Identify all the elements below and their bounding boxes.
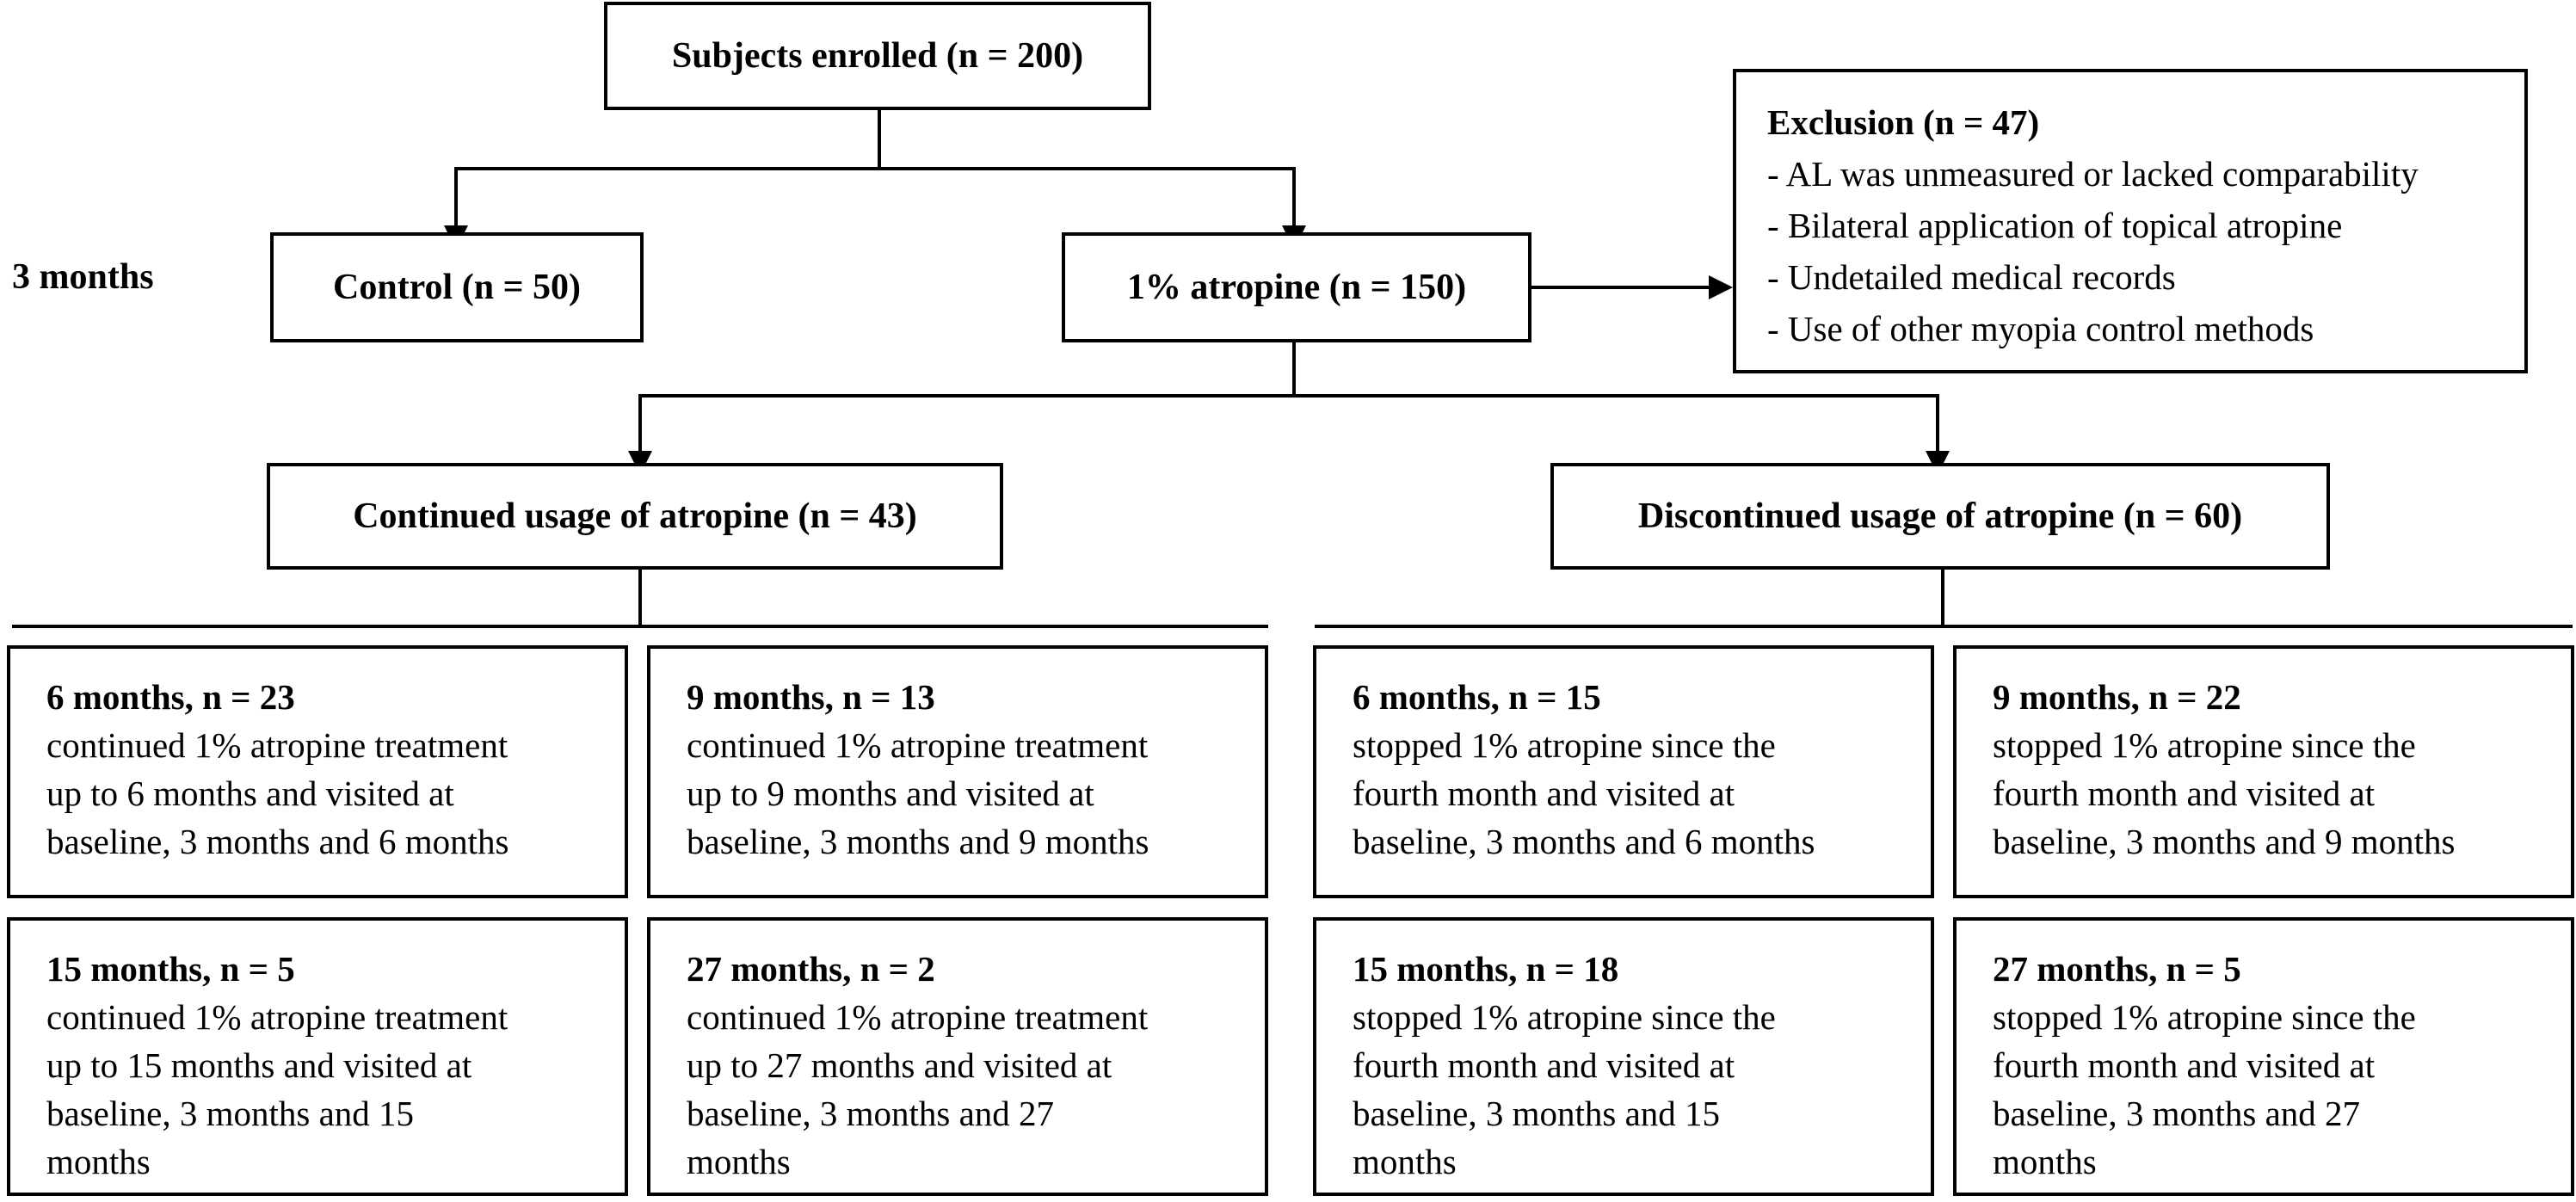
arrowhead-exclusion	[1709, 275, 1733, 299]
node-label: Discontinued usage of atropine (n = 60)	[1637, 496, 2243, 536]
card-text: continued 1% atropine treatment up to 6 …	[46, 725, 509, 861]
continued-card-27-months: 27 months, n = 2 continued 1% atropine t…	[647, 917, 1268, 1196]
card-text: continued 1% atropine treatment up to 27…	[687, 997, 1149, 1181]
node-subjects-enrolled: Subjects enrolled (n = 200)	[604, 2, 1151, 110]
node-label: Control (n = 50)	[333, 268, 581, 307]
node-label: Subjects enrolled (n = 200)	[671, 36, 1084, 76]
card-text: stopped 1% atropine since the fourth mon…	[1353, 725, 1815, 861]
card-title: 9 months, n = 22	[1993, 677, 2241, 717]
card-title: 6 months, n = 15	[1353, 677, 1601, 717]
card-title: 27 months, n = 2	[687, 949, 935, 989]
node-label: Continued usage of atropine (n = 43)	[353, 496, 917, 536]
discontinued-card-9-months: 9 months, n = 22 stopped 1% atropine sin…	[1953, 645, 2574, 898]
node-exclusion: Exclusion (n = 47) - AL was unmeasured o…	[1733, 69, 2528, 373]
card-title: 9 months, n = 13	[687, 677, 935, 717]
discontinued-card-15-months: 15 months, n = 18 stopped 1% atropine si…	[1313, 917, 1934, 1196]
continued-card-6-months: 6 months, n = 23 continued 1% atropine t…	[7, 645, 628, 898]
continued-card-9-months: 9 months, n = 13 continued 1% atropine t…	[647, 645, 1268, 898]
exclusion-title: Exclusion (n = 47)	[1767, 102, 2040, 142]
exclusion-item: - Use of other myopia control methods	[1767, 309, 2314, 348]
card-text: stopped 1% atropine since the fourth mon…	[1993, 997, 2416, 1181]
node-discontinued: Discontinued usage of atropine (n = 60)	[1550, 463, 2330, 570]
node-control: Control (n = 50)	[270, 232, 644, 342]
card-text: continued 1% atropine treatment up to 9 …	[687, 725, 1149, 861]
card-text: continued 1% atropine treatment up to 15…	[46, 997, 508, 1181]
node-continued: Continued usage of atropine (n = 43)	[267, 463, 1003, 570]
exclusion-item: - Undetailed medical records	[1767, 257, 2176, 297]
card-text: stopped 1% atropine since the fourth mon…	[1353, 997, 1776, 1181]
continued-card-15-months: 15 months, n = 5 continued 1% atropine t…	[7, 917, 628, 1196]
discontinued-card-27-months: 27 months, n = 5 stopped 1% atropine sin…	[1953, 917, 2574, 1196]
card-title: 15 months, n = 5	[46, 949, 295, 989]
card-text: stopped 1% atropine since the fourth mon…	[1993, 725, 2456, 861]
exclusion-item: - Bilateral application of topical atrop…	[1767, 206, 2343, 245]
time-label-3-months: 3 months	[12, 257, 154, 297]
node-label: 1% atropine (n = 150)	[1126, 268, 1467, 307]
discontinued-card-6-months: 6 months, n = 15 stopped 1% atropine sin…	[1313, 645, 1934, 898]
exclusion-item: - AL was unmeasured or lacked comparabil…	[1767, 154, 2419, 194]
node-atropine: 1% atropine (n = 150)	[1062, 232, 1531, 342]
card-title: 6 months, n = 23	[46, 677, 295, 717]
card-title: 15 months, n = 18	[1353, 949, 1619, 989]
card-title: 27 months, n = 5	[1993, 949, 2241, 989]
